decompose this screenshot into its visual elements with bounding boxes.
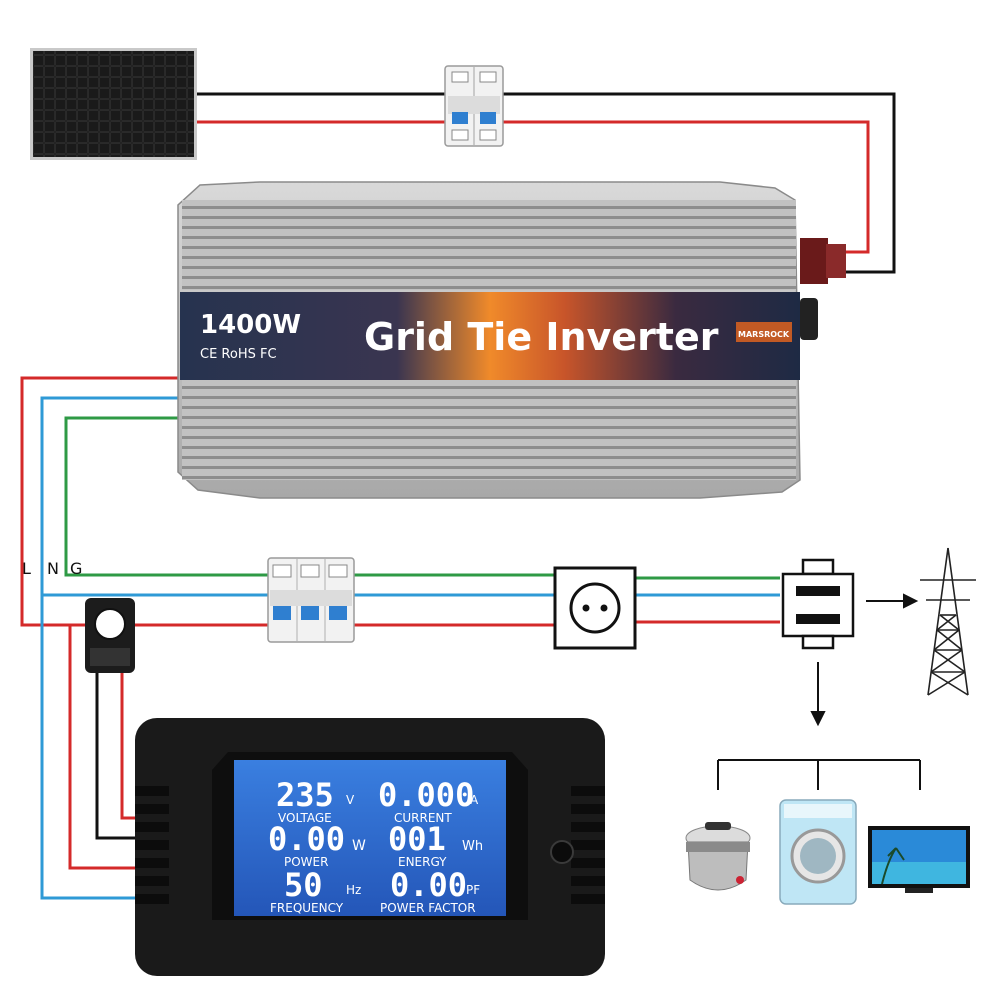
appliance-branch-lines <box>717 759 921 790</box>
voltage-unit: V <box>346 793 355 807</box>
dc-wiring <box>197 92 896 274</box>
power-label: POWER <box>284 855 328 869</box>
ac-wiring <box>20 376 780 900</box>
ac-breaker-icon <box>267 557 355 643</box>
current-clamp-icon <box>85 598 135 673</box>
meter-vent-right <box>571 786 605 904</box>
reset-button[interactable] <box>550 840 574 864</box>
meter-vent-left <box>135 786 169 904</box>
washing-machine-icon <box>779 799 857 905</box>
frequency-unit: Hz <box>346 883 361 897</box>
power-unit: W <box>352 838 366 854</box>
current-label: CURRENT <box>394 811 452 825</box>
certification-marks: CE RoHS FC <box>200 347 277 362</box>
pf-label: POWER FACTOR <box>380 901 476 915</box>
brand-logo-text: MARSROCK <box>738 330 790 339</box>
frequency-label: FREQUENCY <box>270 901 344 915</box>
lcd-screen <box>234 760 506 916</box>
current-value: 0.000 <box>378 776 474 814</box>
inverter-title: Grid Tie Inverter <box>364 315 719 359</box>
line-label: L <box>22 559 31 578</box>
pf-unit: PF <box>466 883 480 897</box>
dc-breaker-icon <box>444 65 504 147</box>
lng-labels: L N G <box>22 559 82 578</box>
current-unit: A <box>470 793 479 807</box>
inverter-body: 1400W CE RoHS FC Grid Tie Inverter MARSR… <box>177 181 846 499</box>
voltage-label: VOLTAGE <box>278 811 332 825</box>
ground-label: G <box>70 559 82 578</box>
neutral-label: N <box>47 559 59 578</box>
junction-box-icon <box>781 558 855 650</box>
voltage-value: 235 <box>276 776 334 814</box>
flow-arrows <box>810 593 919 727</box>
rice-cooker-icon <box>685 822 751 891</box>
panel-meter: 235 V VOLTAGE 0.000 A CURRENT 0.00 W POW… <box>135 718 605 976</box>
power-value: 0.00 <box>268 820 345 858</box>
energy-value: 001 <box>388 820 446 858</box>
pf-value: 0.00 <box>390 866 467 904</box>
solar-panel-icon <box>30 48 197 160</box>
tv-icon <box>868 826 970 893</box>
transmission-tower-icon <box>920 547 976 696</box>
brand-logo <box>736 322 792 342</box>
energy-unit: Wh <box>462 839 483 854</box>
inverter-power-label: 1400W <box>200 310 301 340</box>
power-socket-icon <box>553 566 637 650</box>
frequency-value: 50 <box>284 866 323 904</box>
energy-label: ENERGY <box>398 855 447 869</box>
